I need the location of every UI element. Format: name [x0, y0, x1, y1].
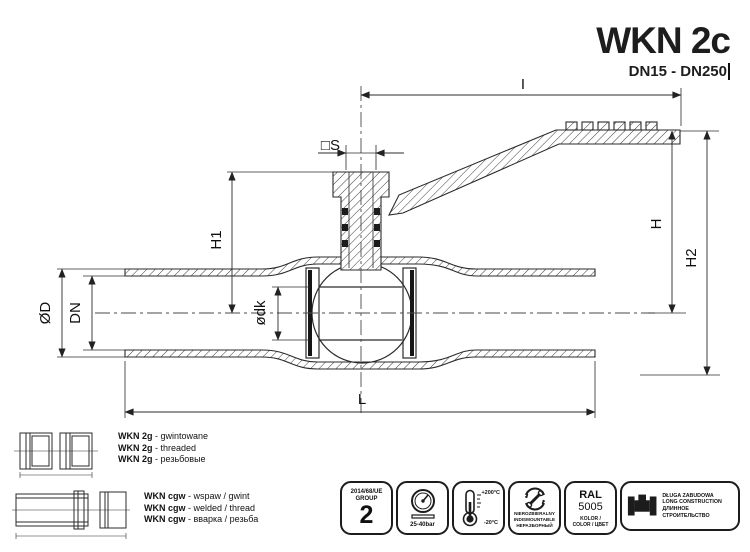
title-block: WKN 2c DN15 - DN250	[596, 20, 731, 80]
dim-label-I: I	[521, 76, 525, 93]
certification-badges: 2014/68/UE GROUP 2 25-40bar	[340, 481, 740, 535]
dim-label-DN: DN	[67, 302, 84, 324]
legend-line: WKN 2g - gwintowane	[118, 431, 209, 441]
text-cursor	[728, 63, 730, 80]
legend-threaded: WKN 2g - gwintowane WKN 2g - threaded WK…	[14, 429, 208, 479]
temp-min-label: -20°C	[483, 520, 498, 526]
legend-line: WKN 2g - threaded	[118, 442, 197, 453]
legend-welded-text: WKN cgw - wspaw / gwint WKN cgw - welded…	[144, 491, 258, 526]
pressure-gauge-icon	[410, 489, 435, 519]
temp-max-label: +200°C	[481, 490, 500, 496]
dim-label-L: L	[358, 391, 366, 408]
legend-line: WKN cgw - welded / thread	[144, 502, 256, 513]
legend-line: WKN cgw - вварка / резьба	[144, 514, 259, 524]
legend-welded: WKN cgw - wspaw / gwint WKN cgw - welded…	[12, 486, 258, 540]
valve-body	[124, 256, 596, 370]
dim-label-H2: H2	[683, 248, 700, 267]
dimension-lines	[58, 91, 711, 416]
handle-lever	[388, 121, 681, 216]
badge-long-construction: DŁUGA ZABUDOWA LONG CONSTRUCTION ДЛИННОЕ…	[620, 481, 740, 531]
dim-label-square-S: □S	[321, 137, 340, 154]
construction-text: DŁUGA ZABUDOWA LONG CONSTRUCTION ДЛИННОЕ…	[662, 492, 722, 519]
badge-indismountable: NIEROZBIERALNY INDISMOUNTABLE НЕРАЗБОРНЫ…	[508, 481, 561, 535]
badge-pressure-rating: 25-40bar	[396, 481, 449, 535]
indismountable-wrench-icon	[524, 487, 545, 511]
size-range: DN15 - DN250	[628, 63, 727, 80]
welded-variant-icon	[12, 490, 130, 539]
legend-line: WKN cgw - wspaw / gwint	[144, 491, 250, 501]
page-title: WKN 2c	[596, 20, 731, 61]
badge-color: RAL 5005 KOLOR / COLOR / ЦВЕТ	[564, 481, 617, 535]
dim-label-H1: H1	[208, 230, 225, 249]
legend-threaded-text: WKN 2g - gwintowane WKN 2g - threaded WK…	[118, 431, 208, 466]
badge-pressure-directive: 2014/68/UE GROUP 2	[340, 481, 393, 535]
threaded-variant-icon	[14, 432, 98, 478]
dim-label-H: H	[648, 219, 665, 230]
dim-label-dk: ødk	[252, 300, 269, 326]
valve-technical-drawing: I □S H1 ødk ØD DN H H2 L	[37, 76, 720, 418]
badge-temperature-range: +200°C -20°C	[452, 481, 505, 535]
valve-silhouette-icon	[627, 494, 657, 516]
legend-line: WKN 2g - резьбовые	[118, 454, 206, 464]
thermometer-icon	[462, 489, 481, 527]
dim-label-D: ØD	[37, 302, 54, 325]
